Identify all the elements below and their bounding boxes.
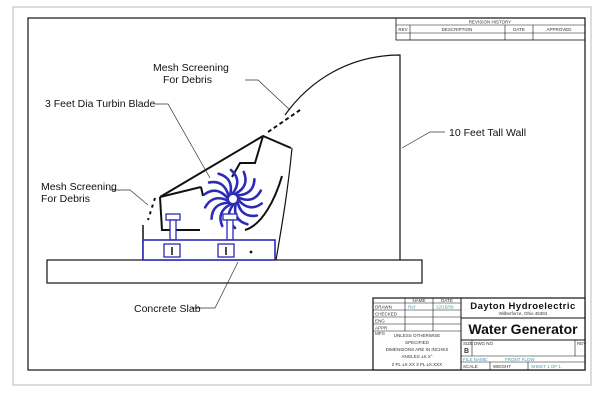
tolerance-line: ANGLES ±X.X° bbox=[401, 354, 432, 359]
turbine-blade-vane bbox=[237, 189, 263, 201]
sheet-number: SHEET 1 OF 1 bbox=[531, 364, 561, 369]
wall-inner-face bbox=[275, 147, 293, 261]
tolerance-line: 2 PL ±X.XX 3 PL ±X.XXX bbox=[392, 362, 442, 367]
file-name: FRONT FLOW bbox=[505, 357, 535, 362]
company-name: Dayton Hydroelectric bbox=[470, 301, 576, 312]
drawn-name: Ref bbox=[408, 305, 416, 310]
turbine-blade-vane bbox=[236, 201, 259, 218]
checked-row-label: CHECKED bbox=[375, 312, 398, 317]
mesh-screening-top-label-2: For Debris bbox=[163, 74, 212, 86]
turbine-housing bbox=[159, 134, 292, 231]
scale-label: SCALE bbox=[463, 364, 478, 369]
rev-column-header: REV bbox=[398, 27, 407, 32]
wall-outline bbox=[284, 54, 401, 260]
turbine-blade-vane bbox=[203, 197, 229, 209]
revision-history-table: REVISION HISTORY REV DESCRIPTION DATE AP… bbox=[395, 17, 586, 41]
mesh-screening-left-label-2: For Debris bbox=[41, 193, 90, 205]
size-value: B bbox=[464, 348, 469, 355]
turbine-hub bbox=[227, 193, 239, 205]
drawn-date: 12/15/09 bbox=[436, 305, 454, 310]
size-label: SIZE bbox=[463, 341, 473, 346]
approved-column-header: APPROVED bbox=[546, 27, 572, 32]
weight-label: WEIGHT bbox=[493, 364, 511, 369]
description-column-header: DESCRIPTION bbox=[442, 27, 473, 32]
turbine-blade-vane bbox=[237, 199, 264, 209]
turbine-blade-label: 3 Feet Dia Turbin Blade bbox=[45, 98, 155, 110]
turbine-blade-vane bbox=[207, 180, 230, 197]
wall-label: 10 Feet Tall Wall bbox=[449, 127, 526, 139]
eng-row-label: ENG bbox=[375, 319, 385, 324]
mfg-row-label: MFG bbox=[375, 331, 385, 336]
dwg-no-label: DWG NO bbox=[474, 341, 493, 346]
drawing-title: Water Generator bbox=[468, 321, 578, 337]
date-column-header: DATE bbox=[513, 27, 525, 32]
mesh-screening-left-label: Mesh Screening bbox=[41, 181, 117, 193]
company-address: Wilberforce, Ohio 45384 bbox=[499, 311, 548, 316]
turbine-blade-vane bbox=[236, 178, 256, 197]
turbine-blade-vane bbox=[202, 189, 229, 199]
drawn-row-label: DRAWN bbox=[375, 305, 392, 310]
leader-lines bbox=[110, 79, 445, 309]
tolerance-line: UNLESS OTHERWISE bbox=[394, 333, 440, 338]
turbine-blade-vane bbox=[234, 170, 247, 195]
date-column-header: DATE bbox=[441, 298, 453, 303]
concrete-slab bbox=[46, 259, 423, 284]
drawing-frame bbox=[27, 17, 586, 371]
turbine-blade-vane bbox=[217, 172, 233, 195]
mesh-screening-top-label: Mesh Screening bbox=[153, 62, 229, 74]
appr-row-label: APPR bbox=[375, 326, 388, 331]
revision-history-title: REVISION HISTORY bbox=[469, 20, 512, 25]
name-column-header: NAME bbox=[412, 298, 425, 303]
tolerance-line: DIMENSIONS ARE IN INCHES bbox=[386, 347, 449, 352]
turbine-blade-vane bbox=[229, 168, 239, 195]
tolerance-line: SPECIFIED bbox=[405, 340, 430, 345]
file-name-label: FILE NAME: bbox=[463, 357, 488, 362]
turbine-supports bbox=[142, 213, 276, 261]
concrete-slab-label: Concrete Slab bbox=[134, 303, 201, 315]
rev-label: REV bbox=[577, 341, 586, 346]
title-block: NAME DATE DRAWN CHECKED ENG APPR MFG Ref… bbox=[372, 297, 586, 371]
turbine-blade-vane bbox=[219, 203, 232, 228]
turbine-blade-vane bbox=[210, 201, 230, 220]
